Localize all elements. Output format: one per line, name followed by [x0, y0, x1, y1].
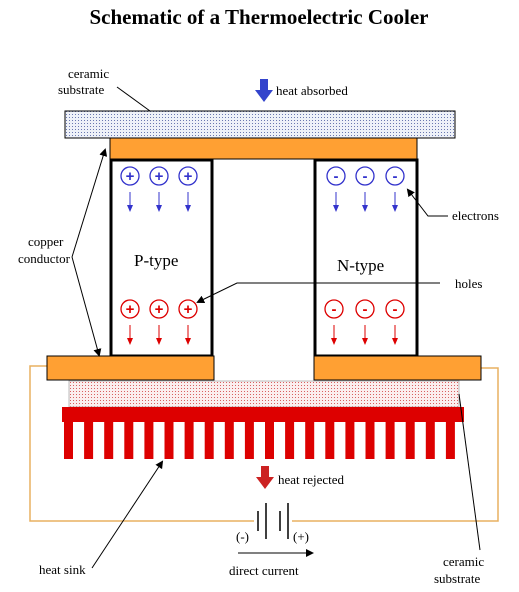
p-top-carrier-sign: + — [184, 168, 193, 185]
heat-sink-fin — [385, 422, 395, 459]
heat-sink-fin — [164, 422, 174, 459]
power-wire-right — [290, 367, 499, 522]
heat-rejected-label: heat rejected — [278, 472, 345, 487]
heat-sink-fin — [104, 422, 114, 459]
p-type-label: P-type — [134, 251, 178, 270]
leader-ceramic-top — [116, 86, 151, 112]
p-top-carrier-sign: + — [126, 168, 135, 185]
n-bottom-carrier-sign: - — [332, 301, 337, 318]
bottom-copper-conductor-right — [313, 355, 482, 381]
bottom-copper-conductor-left — [46, 355, 215, 381]
p-top-carrier-arrow-head — [185, 205, 191, 212]
n-bottom-carrier-arrow-head — [392, 338, 398, 345]
hole-circle — [149, 299, 169, 319]
heat-absorbed-label: heat absorbed — [276, 83, 348, 98]
heat-sink-fin — [204, 422, 214, 459]
hole-arrow-head — [156, 338, 162, 345]
electron-circle — [326, 166, 346, 186]
heat-sink-fin — [224, 422, 234, 459]
n-bottom-carrier-sign: - — [393, 301, 398, 318]
n-bottom-carrier-circle — [355, 299, 375, 319]
heat-absorbed-arrow — [255, 79, 273, 102]
ceramic-bottom-label-2: substrate — [434, 571, 480, 586]
heat-sink-fin — [325, 422, 335, 459]
n-bottom-carrier-arrow-head — [362, 338, 368, 345]
ceramic-top-label-1: ceramic — [68, 66, 109, 81]
bottom-ceramic-substrate — [68, 380, 460, 408]
heat-sink-fin — [84, 422, 94, 459]
ceramic-top-label-2: substrate — [58, 82, 104, 97]
plus-terminal-label: (+) — [293, 529, 309, 544]
hole-arrow-head — [185, 338, 191, 345]
heat-sink-fin — [405, 422, 415, 459]
p-top-carrier-arrow-head — [127, 205, 133, 212]
hole-circle — [120, 299, 140, 319]
electron-arrow-head — [392, 205, 398, 212]
heat-sink-base — [62, 407, 464, 422]
leader-heat-sink — [91, 460, 164, 569]
heat-sink-fin — [244, 422, 254, 459]
heat-rejected-arrow — [256, 466, 274, 489]
n-type-label: N-type — [337, 256, 384, 275]
leader-electrons — [406, 188, 448, 217]
leader-ceramic-bottom — [458, 393, 481, 551]
n-bottom-carrier-arrow-head — [331, 338, 337, 345]
holes-label: holes — [455, 276, 482, 291]
hole-sign: + — [126, 301, 135, 318]
heat-sink-fin — [265, 422, 274, 459]
electron-arrow-head — [362, 205, 368, 212]
electron-circle — [355, 166, 375, 186]
power-wire — [29, 365, 255, 522]
hole-sign: + — [184, 301, 193, 318]
diagram-title: Schematic of a Thermoelectric Cooler — [90, 5, 429, 29]
electron-arrow-head — [333, 205, 339, 212]
p-top-carrier-circle — [120, 166, 140, 186]
leader-holes — [196, 282, 440, 303]
p-top-carrier-sign: + — [155, 168, 164, 185]
p-top-carrier-circle — [178, 166, 198, 186]
electron-sign: - — [363, 168, 368, 185]
ceramic-bottom-label-1: ceramic — [443, 554, 484, 569]
n-bottom-carrier-circle — [324, 299, 344, 319]
heat-sink-fin — [124, 422, 134, 459]
charge-carriers: + + + + + + - - - - - - — [120, 166, 405, 345]
heat-sink-fin — [305, 422, 315, 459]
p-top-carrier-arrow-head — [156, 205, 162, 212]
heat-sink-fin — [345, 422, 355, 459]
electron-sign: - — [393, 168, 398, 185]
copper-label-1: copper — [28, 234, 64, 249]
top-copper-conductor — [109, 137, 418, 160]
n-bottom-carrier-sign: - — [363, 301, 368, 318]
hole-circle — [178, 299, 198, 319]
top-ceramic-substrate — [64, 110, 456, 139]
heat-sink-fin — [425, 422, 435, 459]
n-bottom-carrier-circle — [385, 299, 405, 319]
direct-current-label: direct current — [229, 563, 299, 578]
heat-sink-fin — [64, 422, 73, 459]
heat-sink-fin — [184, 422, 194, 459]
leader-copper-top — [71, 148, 108, 258]
heat-sink-fin — [445, 422, 455, 459]
hole-sign: + — [155, 301, 164, 318]
electron-circle — [385, 166, 405, 186]
electrons-label: electrons — [452, 208, 499, 223]
electron-sign: - — [334, 168, 339, 185]
n-type-pellet — [313, 158, 419, 358]
hole-arrow-head — [127, 338, 133, 345]
leader-copper-bottom — [71, 256, 102, 357]
heat-sink-fin — [365, 422, 375, 459]
heat-sink-fins — [64, 422, 455, 459]
heat-sink-fin — [285, 422, 295, 459]
p-top-carrier-circle — [149, 166, 169, 186]
heat-sink-fin — [144, 422, 154, 459]
minus-terminal-label: (-) — [236, 529, 249, 544]
battery-symbol — [254, 503, 292, 539]
copper-label-2: conductor — [18, 251, 71, 266]
heat-sink-label: heat sink — [39, 562, 86, 577]
